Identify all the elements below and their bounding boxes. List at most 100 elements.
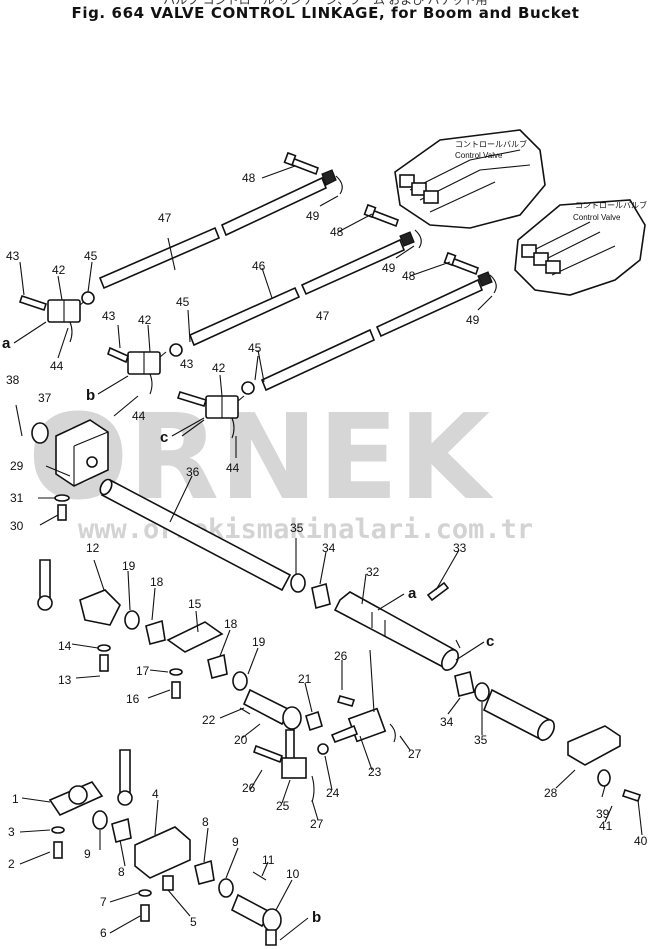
bushing-8 — [111, 817, 132, 843]
callout: 6 — [100, 926, 107, 940]
callout: 29 — [10, 459, 24, 473]
callout: 25 — [276, 799, 290, 813]
callout: 15 — [188, 597, 202, 611]
callout: 20 — [234, 733, 248, 747]
valve-spool-1 — [399, 174, 415, 188]
callout: 31 — [10, 491, 24, 505]
bolt-48 — [283, 151, 343, 195]
callout: 37 — [38, 391, 52, 405]
bolt-48 — [363, 203, 422, 249]
callout: 34 — [440, 715, 454, 729]
callout: 32 — [366, 565, 380, 579]
valve-spool-5 — [533, 252, 549, 266]
connection-letters: a a b b c c — [2, 321, 494, 941]
valve-spool-4 — [521, 244, 537, 258]
callout: 35 — [474, 733, 488, 747]
figure-title: Fig. 664 VALVE CONTROL LINKAGE, for Boom… — [71, 4, 580, 22]
callout: 3 — [8, 825, 15, 839]
lever-10 — [230, 893, 282, 946]
callout: 36 — [186, 465, 200, 479]
bearing-35 — [474, 682, 490, 702]
callout: 40 — [634, 834, 648, 848]
callout: 11 — [262, 853, 275, 867]
connection-letter-b: b — [312, 909, 321, 926]
callout: 16 — [126, 692, 140, 706]
bushing-18 — [207, 653, 228, 679]
callout: 45 — [176, 295, 190, 309]
bracket-15 — [166, 621, 224, 699]
callout: 24 — [326, 786, 340, 800]
callout: 5 — [190, 915, 197, 929]
callout: 43 — [180, 357, 194, 371]
valve-label: Control Valve — [455, 151, 503, 160]
callout: 18 — [224, 617, 238, 631]
valve-spool-2 — [411, 182, 427, 196]
callout: 27 — [408, 747, 422, 761]
callout: 47 — [316, 309, 330, 323]
callout: 49 — [306, 209, 320, 223]
clevis-23-and-rod — [330, 649, 396, 744]
callout: 35 — [290, 521, 304, 535]
control-valve-upper: コントロールバルブ Control Valve — [394, 129, 546, 229]
callout: 44 — [226, 461, 240, 475]
callout: 42 — [212, 361, 226, 375]
callout: 23 — [368, 765, 382, 779]
bushing-34 — [454, 671, 475, 697]
clevis-set-2 — [107, 343, 183, 395]
callout: 27 — [310, 817, 324, 831]
connection-letter-b: b — [86, 387, 95, 404]
rod-47-upper — [98, 169, 337, 290]
callout: 38 — [6, 373, 20, 387]
callout: 48 — [242, 171, 256, 185]
callout: 14 — [58, 639, 72, 653]
bearing-9 — [92, 810, 108, 830]
lever-20-and-parts — [239, 688, 323, 761]
rod-46 — [188, 231, 415, 347]
bearing-35 — [290, 573, 306, 593]
valve-spool-3 — [423, 190, 439, 204]
callout: 49 — [382, 261, 396, 275]
connection-letter-a: a — [2, 335, 11, 352]
callout: 30 — [10, 519, 24, 533]
control-valve-lower: コントロールバルブ Control Valve — [514, 199, 647, 296]
callout: 26 — [242, 781, 256, 795]
callout: 46 — [252, 259, 266, 273]
callout: 39 — [596, 807, 610, 821]
valve-spool-6 — [545, 260, 561, 274]
callout: 44 — [132, 409, 146, 423]
callout: 9 — [232, 835, 239, 849]
callout: 8 — [202, 815, 209, 829]
bearing-19 — [232, 671, 248, 691]
callout: 22 — [202, 713, 216, 727]
key-11 — [252, 871, 267, 881]
callout: 34 — [322, 541, 336, 555]
bearing-9 — [218, 878, 234, 898]
callout: 9 — [84, 847, 91, 861]
callout: 4 — [152, 787, 159, 801]
valve-label: Control Valve — [573, 213, 621, 222]
callout: 33 — [453, 541, 467, 555]
callout: 26 — [334, 649, 348, 663]
valve-label-jp: コントロールバルブ — [575, 200, 647, 210]
callout: 45 — [248, 341, 262, 355]
connection-letter-c: c — [160, 429, 168, 446]
callout: 10 — [286, 867, 300, 881]
callout: 7 — [100, 895, 107, 909]
callout: 8 — [118, 865, 125, 879]
callout: 28 — [544, 786, 558, 800]
connection-letter-c: c — [486, 633, 494, 650]
callout: 19 — [252, 635, 266, 649]
callout: 13 — [58, 673, 72, 687]
nut-24 — [317, 743, 329, 755]
callout: 19 — [122, 559, 136, 573]
callout: 47 — [158, 211, 172, 225]
tube-and-bracket-28 — [482, 688, 642, 803]
bearing-19 — [124, 610, 140, 630]
callout: 2 — [8, 857, 15, 871]
shaft-36 — [99, 478, 292, 592]
callout: 42 — [52, 263, 66, 277]
leader-lines — [19, 165, 643, 934]
callout: 21 — [298, 672, 312, 686]
callout: 48 — [330, 225, 344, 239]
